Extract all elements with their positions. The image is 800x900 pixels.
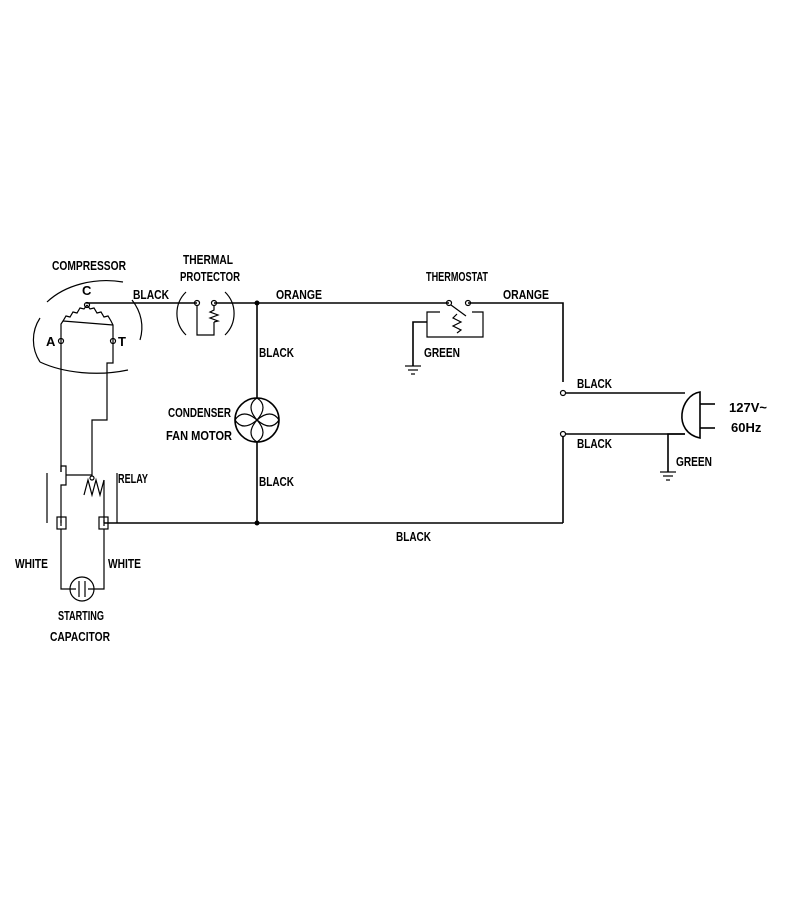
compressor-casing-left (32, 317, 41, 363)
ground-icon (660, 471, 676, 481)
fan-blade-up (250, 397, 264, 421)
terminal-t-label: T (118, 334, 126, 349)
thermostat-label: THERMOSTAT (426, 269, 488, 284)
capacitor-body (69, 576, 95, 602)
wire-capacitor-right (88, 529, 105, 590)
fan-label-2: FAN MOTOR (166, 428, 233, 443)
plug-frequency-label: 60Hz (731, 420, 762, 435)
wire-capacitor-left (60, 529, 76, 590)
thermostat: THERMOSTAT (426, 269, 488, 338)
wire-orange-label-1: ORANGE (276, 287, 322, 302)
thermal-protector: THERMAL PROTECTOR (176, 252, 240, 336)
compressor-winding-link (62, 320, 114, 326)
fan-blade-left (234, 413, 258, 427)
wire-green-label-2: GREEN (676, 454, 712, 469)
protector-label-2: PROTECTOR (180, 269, 240, 284)
wire-orange-label-2: ORANGE (503, 287, 549, 302)
compressor-winding-run (60, 304, 88, 341)
wire-compressor-to-protector (86, 302, 197, 304)
line-terminal-lower (559, 430, 567, 438)
fan-blade-right (256, 413, 280, 427)
wire-plug-ground (667, 433, 685, 472)
ground-icon (405, 365, 421, 375)
wire-white-label-2: WHITE (108, 556, 141, 571)
line-terminal-upper (559, 389, 567, 397)
wire-green-label-1: GREEN (424, 345, 460, 360)
compressor-casing-lower (39, 361, 129, 374)
compressor-casing-right (131, 299, 143, 341)
protector-label-1: THERMAL (183, 252, 233, 267)
wire-black-label-4: BLACK (577, 376, 612, 391)
protector-casing-left (176, 291, 187, 336)
relay-label: RELAY (118, 471, 148, 486)
relay: RELAY (46, 341, 148, 530)
thermostat-casing (426, 311, 484, 338)
terminal-c-label: C (82, 283, 92, 298)
wire-thermostat-to-line (468, 302, 564, 382)
wire-black-label-2: BLACK (259, 345, 294, 360)
thermostat-bellows (451, 313, 463, 334)
capacitor-label-2: CAPACITOR (50, 629, 110, 644)
terminal-a-label: A (46, 334, 56, 349)
compressor-casing-upper (46, 280, 124, 303)
compressor-winding-start (86, 304, 114, 341)
thermostat-switch-blade (450, 304, 467, 317)
capacitor-label-1: STARTING (58, 608, 104, 623)
protector-element (196, 306, 215, 336)
relay-contact-pin (89, 475, 95, 481)
compressor: COMPRESSOR C A T (32, 258, 143, 374)
wire-terminal-t-to-relay (91, 341, 114, 476)
wire-black-label-5: BLACK (577, 436, 612, 451)
wire-white-label-1: WHITE (15, 556, 48, 571)
starting-capacitor: WHITE WHITE STARTING CAPACITOR (15, 529, 141, 644)
protector-terminal-left (193, 299, 201, 307)
compressor-label: COMPRESSOR (52, 258, 126, 273)
protector-casing-right (224, 291, 235, 336)
plug-voltage-label: 127V~ (729, 400, 767, 415)
relay-contact (60, 465, 67, 523)
wire-black-label-3: BLACK (259, 474, 294, 489)
power-plug: 127V~ 60Hz (681, 391, 767, 439)
protector-heater (208, 306, 221, 323)
thermostat-terminal-left (445, 299, 453, 307)
condenser-fan-motor: CONDENSER FAN MOTOR (166, 397, 280, 443)
fan-label-1: CONDENSER (168, 405, 231, 420)
relay-coil (83, 477, 105, 498)
wire-black-label-1: BLACK (133, 287, 169, 302)
wire-thermostat-ground (412, 321, 427, 366)
plug-body-icon (681, 391, 701, 439)
wire-black-label-6: BLACK (396, 529, 431, 544)
